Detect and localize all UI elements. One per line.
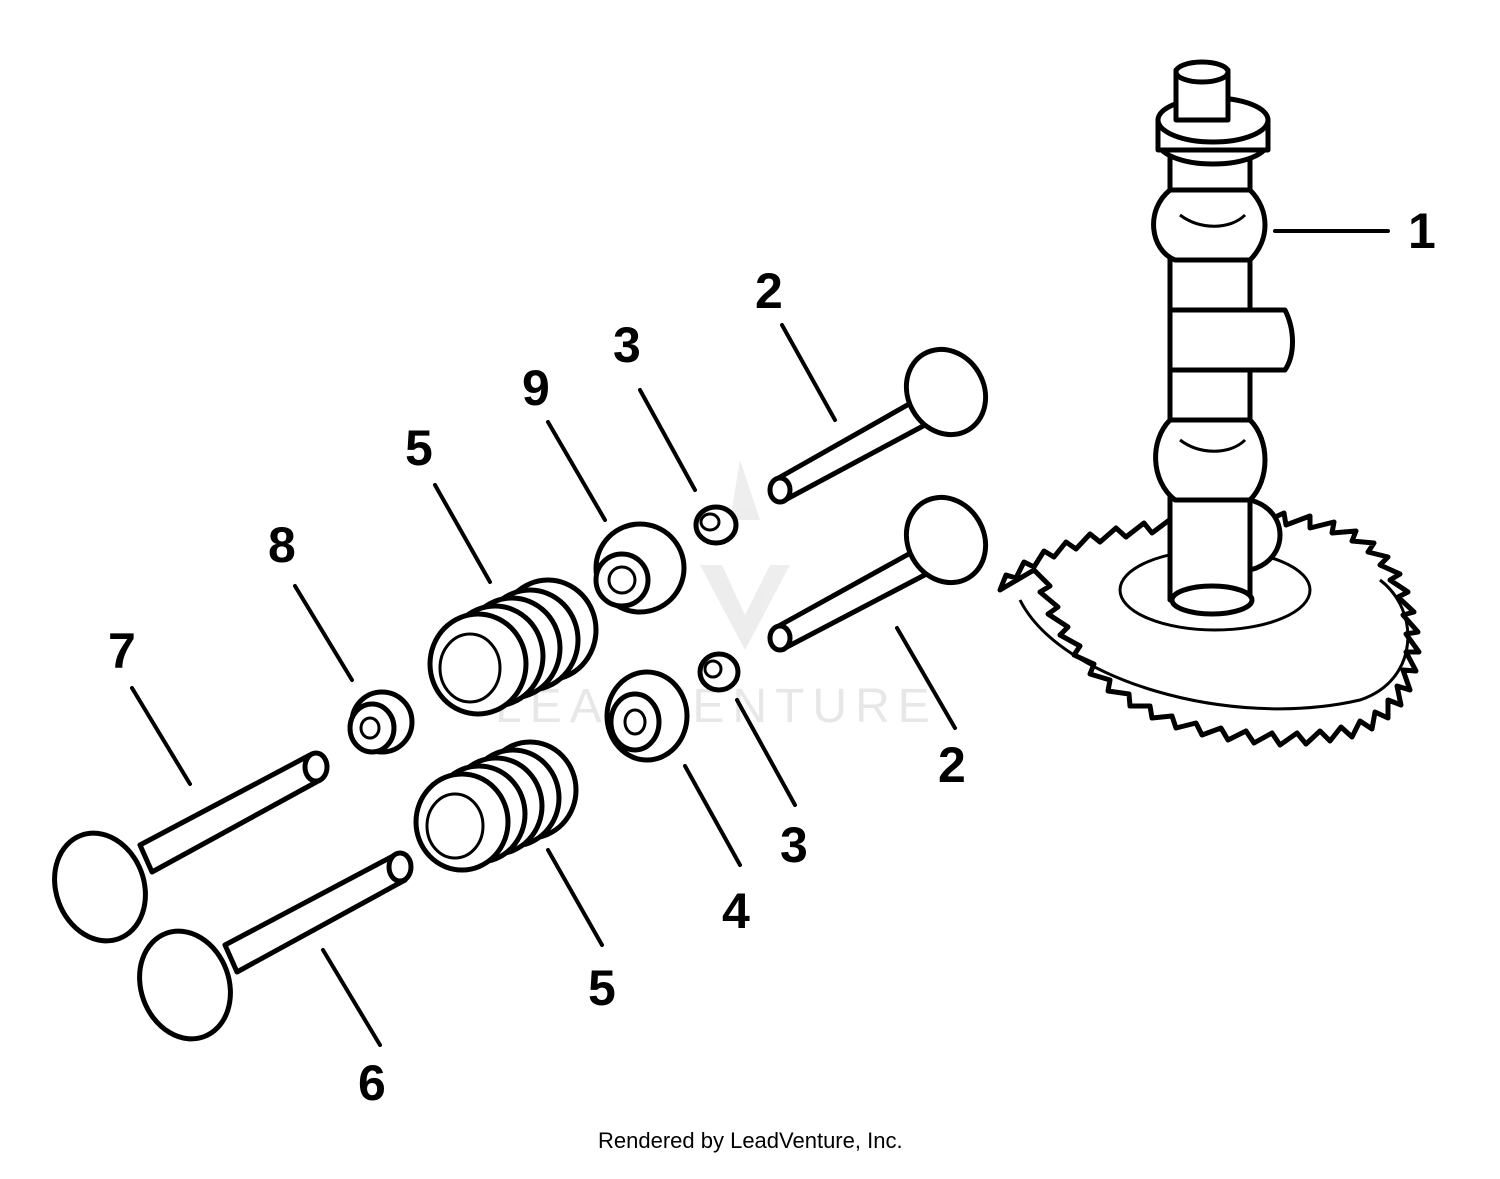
leader-lines bbox=[130, 229, 1390, 1047]
leader-line-4 bbox=[683, 764, 742, 867]
leader-line-9 bbox=[546, 420, 607, 522]
leader-line-7 bbox=[130, 686, 192, 786]
leader-line-5a bbox=[433, 483, 492, 584]
leader-line-3b bbox=[735, 698, 797, 807]
callout-5-lower: 5 bbox=[588, 960, 616, 1016]
credit-text: Rendered by LeadVenture, Inc. bbox=[598, 1128, 903, 1153]
valve-keeper-lower[interactable] bbox=[697, 651, 741, 693]
leader-line-8 bbox=[293, 584, 354, 682]
valve-lower[interactable] bbox=[767, 483, 1001, 653]
callout-6: 6 bbox=[358, 1055, 386, 1111]
camshaft-gear[interactable] bbox=[997, 59, 1422, 748]
valve-upper[interactable] bbox=[767, 335, 1001, 505]
leader-line-2a bbox=[780, 323, 837, 422]
valve-spring-lower[interactable] bbox=[413, 739, 579, 873]
spring-retainer[interactable] bbox=[604, 669, 690, 763]
callout-8: 8 bbox=[268, 517, 296, 573]
valve-left-lower[interactable] bbox=[125, 850, 414, 1052]
leader-line-3a bbox=[638, 388, 697, 492]
callout-4: 4 bbox=[722, 883, 750, 939]
callout-1: 1 bbox=[1408, 203, 1436, 259]
callout-2-upper: 2 bbox=[755, 263, 783, 319]
valve-keeper-upper[interactable] bbox=[693, 504, 739, 546]
valve-stem-cap[interactable] bbox=[347, 689, 415, 755]
callout-3-upper: 3 bbox=[613, 317, 641, 373]
callout-2-lower: 2 bbox=[938, 737, 966, 793]
valve-rotator[interactable] bbox=[593, 521, 687, 615]
valve-left-upper[interactable] bbox=[40, 750, 330, 954]
watermark-logo-icon bbox=[700, 565, 790, 650]
callout-9: 9 bbox=[522, 360, 550, 416]
callout-7: 7 bbox=[108, 623, 136, 679]
callout-5-upper: 5 bbox=[405, 420, 433, 476]
callout-3-lower: 3 bbox=[780, 817, 808, 873]
leader-line-5b bbox=[546, 848, 604, 947]
callout-labels: 1 2 2 3 3 4 5 5 6 7 8 9 bbox=[108, 203, 1436, 1111]
valve-spring-upper[interactable] bbox=[427, 577, 599, 717]
leader-line-2b bbox=[895, 626, 957, 730]
leader-line-6 bbox=[321, 948, 382, 1047]
